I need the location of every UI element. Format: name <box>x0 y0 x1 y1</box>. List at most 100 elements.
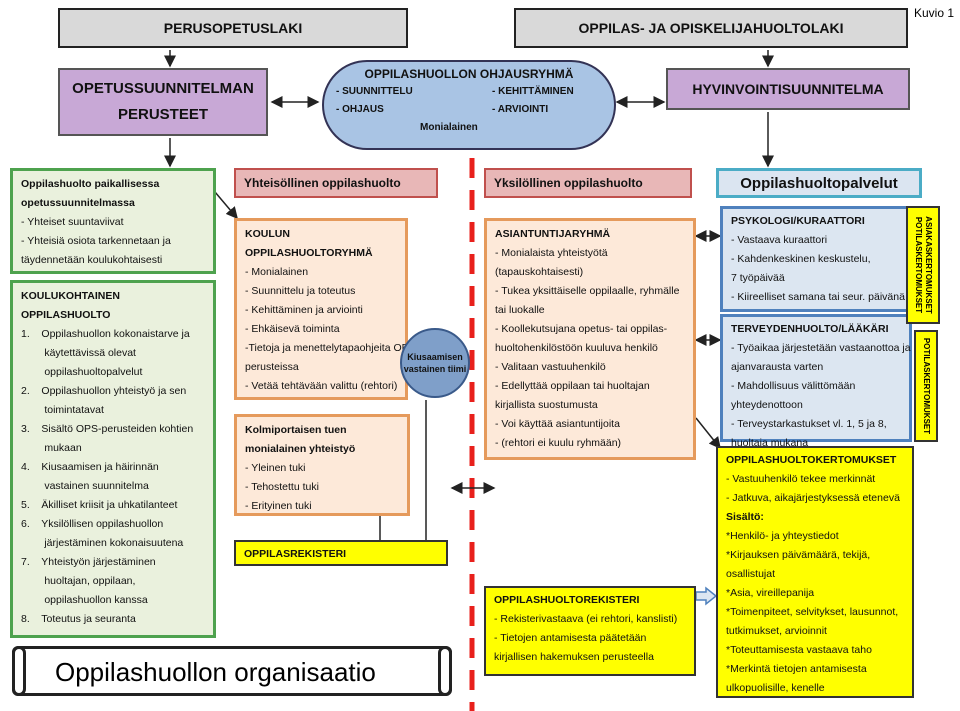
ohjausryhma-footer: Monialainen <box>420 122 478 133</box>
list-item: - Edellyttää oppilaan tai huoltajan <box>495 380 650 392</box>
banner-title: Oppilashuollon organisaatio <box>55 657 376 687</box>
list-item: 8. Toteutus ja seuranta <box>21 613 136 625</box>
list-item: - Kehittäminen ja arviointi <box>245 304 363 316</box>
list-item: järjestäminen kokonaisuutena <box>21 537 184 549</box>
ohjausryhma-item: - ARVIOINTI <box>492 104 549 115</box>
potilaskertomukset-label: POTILASKERTOMUKSET <box>914 216 923 314</box>
yhteisollinen-header: Yhteisöllinen oppilashuolto <box>234 168 438 198</box>
oppilashuoltolaki-header: OPPILAS- JA OPISKELIJAHUOLTOLAKI <box>514 8 908 48</box>
list-item: - Yhteisiä osiota tarkennetaan ja <box>21 235 171 247</box>
asiakaskertomukset-tab: ASIAKASKERTOMUKSET POTILASKERTOMUKSET <box>906 206 940 324</box>
list-item: yhteydenottoon <box>731 399 803 411</box>
list-item: - Kahdenkeskinen keskustelu, <box>731 253 871 265</box>
psykologi-box: PSYKOLOGI/KURAATTORI - Vastaava kuraatto… <box>720 206 910 312</box>
ohjausryhma-item: - KEHITTÄMINEN <box>492 86 574 97</box>
koulun-ryhma-title: KOULUN OPPILASHUOLTORYHMÄ <box>245 228 373 259</box>
ops-perusteet-line2: PERUSTEET <box>117 106 208 123</box>
asiakaskertomukset-label: ASIAKASKERTOMUKSET <box>924 216 933 314</box>
list-item: tai luokalle <box>495 304 545 316</box>
psykologi-title: PSYKOLOGI/KURAATTORI <box>731 215 865 227</box>
asiantuntijaryhma-box: ASIANTUNTIJARYHMÄ - Monialaista yhteisty… <box>484 218 696 460</box>
oppilashuoltorekisteri-title: OPPILASHUOLTOREKISTERI <box>494 594 640 606</box>
list-item: ajanvarausta varten <box>731 361 824 373</box>
list-item: huoltajan, oppilaan, <box>21 575 136 587</box>
list-item: - Mahdollisuus välittömään <box>731 380 856 392</box>
list-item: - Voi käyttää asiantuntijoita <box>495 418 620 430</box>
list-item: *Asia, vireillepanija <box>726 587 815 599</box>
asiantuntijaryhma-title: ASIANTUNTIJARYHMÄ <box>495 228 611 240</box>
paikallinen-title: opetussuunnitelmassa <box>21 197 135 209</box>
banner-curl-left <box>12 646 26 696</box>
banner-scroll: Oppilashuollon organisaatio <box>12 646 452 696</box>
ops-perusteet-box: OPETUSSUUNNITELMAN PERUSTEET <box>58 68 268 136</box>
ops-perusteet-line1: OPETUSSUUNNITELMAN <box>72 80 254 97</box>
oppilasrekisteri-box: OPPILASREKISTERI <box>234 540 448 566</box>
paikallinen-title: Oppilashuolto paikallisessa <box>21 178 160 190</box>
list-item: - Valitaan vastuuhenkilö <box>495 361 606 373</box>
paikallinen-box: Oppilashuolto paikallisessa opetussuunni… <box>10 168 216 274</box>
list-item: täydennetään koulukohtaisesti <box>21 254 163 266</box>
yksilollinen-header: Yksilöllinen oppilashuolto <box>484 168 692 198</box>
list-item: kirjallisen hakemuksen perusteella <box>494 651 654 663</box>
list-item: 6. Yksilöllisen oppilashuollon <box>21 518 164 530</box>
kiusaaminen-circle: Kiusaamisen vastainen tiimi <box>400 328 470 398</box>
list-item: *Henkilö- ja yhteystiedot <box>726 530 839 542</box>
kertomukset-sisalto: Sisältö: <box>726 511 764 523</box>
list-item: tutkimukset, arvioinnit <box>726 625 827 637</box>
potilaskertomukset-tab: POTILASKERTOMUKSET <box>914 330 938 442</box>
list-item: (tapauskohtaisesti) <box>495 266 584 278</box>
list-item: vastainen suunnitelma <box>21 480 149 492</box>
ohjausryhma-item: - OHJAUS <box>336 104 384 115</box>
perusopetuslaki-header: PERUSOPETUSLAKI <box>58 8 408 48</box>
banner-curl-right <box>438 646 452 696</box>
list-item: - Työaikaa järjestetään vastaanottoa ja <box>731 342 911 354</box>
list-item: - Tukea yksittäiselle oppilaalle, ryhmäl… <box>495 285 680 297</box>
list-item: *Merkintä tietojen antamisesta <box>726 663 867 675</box>
ohjausryhma-title: OPPILASHUOLLON OHJAUSRYHMÄ <box>364 67 574 81</box>
list-item: 1. Oppilashuollon kokonaistarve ja <box>21 328 190 340</box>
list-item: - Yleinen tuki <box>245 462 306 474</box>
potilaskertomukset-label: POTILASKERTOMUKSET <box>922 337 931 435</box>
arrow-paikallinen-koulunryhma <box>214 191 238 220</box>
list-item: - Jatkuva, aikajärjestyksessä etenevä <box>726 492 900 504</box>
list-item: 7. Yhteistyön järjestäminen <box>21 556 156 568</box>
list-item: - Suunnittelu ja toteutus <box>245 285 356 297</box>
list-item: -Tietoja ja menettelytapaohjeita OPS- <box>245 342 420 354</box>
list-item: 7 työpäivää <box>731 272 785 284</box>
ohjausryhma-oval: OPPILASHUOLLON OHJAUSRYHMÄ - SUUNNITTELU… <box>322 60 616 150</box>
list-item: 5. Äkilliset kriisit ja uhkatilanteet <box>21 499 178 511</box>
list-item: *Kirjauksen päivämäärä, tekijä, <box>726 549 871 561</box>
koulukohtainen-title: KOULUKOHTAINEN <box>21 290 120 302</box>
list-item: käytettävissä olevat <box>21 347 136 359</box>
koulukohtainen-title: OPPILASHUOLTO <box>21 309 111 321</box>
kolmiportainen-title: monialainen yhteistyö <box>245 443 356 455</box>
list-item: mukaan <box>21 442 82 454</box>
terveydenhuolto-title: TERVEYDENHUOLTO/LÄÄKÄRI <box>731 323 889 335</box>
list-item: - Koollekutsujana opetus- tai oppilas- <box>495 323 668 335</box>
list-item: 3. Sisältö OPS-perusteiden kohtien <box>21 423 194 435</box>
koulukohtainen-box: KOULUKOHTAINEN OPPILASHUOLTO 1. Oppilash… <box>10 280 216 638</box>
terveydenhuolto-box: TERVEYDENHUOLTO/LÄÄKÄRI - Työaikaa järje… <box>720 314 912 449</box>
list-item: - Rekisterivastaava (ei rehtori, kanslis… <box>494 613 678 625</box>
figure-label: Kuvio 1 <box>913 6 954 20</box>
list-item: *Toimenpiteet, selvitykset, lausunnot, <box>726 606 899 618</box>
big-arrow-kertomukset-rekisteri <box>695 586 718 606</box>
list-item: perusteissa <box>245 361 299 373</box>
list-item: - Vetää tehtävään valittu (rehtori) <box>245 380 398 392</box>
list-item: - Erityinen tuki <box>245 500 312 512</box>
list-item: - Monialaista yhteistyötä <box>495 247 608 259</box>
list-item: - Monialainen <box>245 266 309 278</box>
list-item: - Tehostettu tuki <box>245 481 319 493</box>
list-item: - Ehkäisevä toiminta <box>245 323 340 335</box>
kiusaaminen-line2: vastainen tiimi <box>403 364 467 374</box>
list-item: ulkopuolisille, kenelle <box>726 682 825 694</box>
list-item: kirjallista suostumusta <box>495 399 598 411</box>
arrow-asiantuntija-kertomukset <box>695 417 721 450</box>
kiusaaminen-line1: Kiusaamisen <box>407 352 463 362</box>
oppilashuoltorekisteri-box: OPPILASHUOLTOREKISTERI - Rekisterivastaa… <box>484 586 696 676</box>
kertomukset-title: OPPILASHUOLTOKERTOMUKSET <box>726 454 897 466</box>
list-item: - (rehtori ei kuulu ryhmään) <box>495 437 622 449</box>
oppilashuoltopalvelut-header: Oppilashuoltopalvelut <box>716 168 922 198</box>
list-item: - Tietojen antamisesta päätetään <box>494 632 647 644</box>
list-item: 2. Oppilashuollon yhteistyö ja sen <box>21 385 187 397</box>
